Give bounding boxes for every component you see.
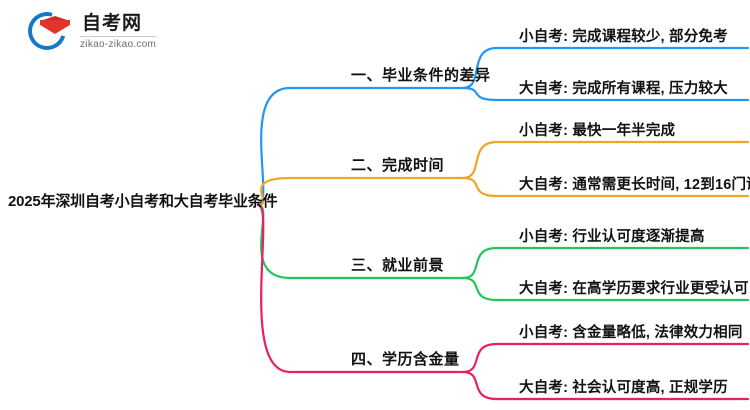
leaf-label-2-1[interactable]: 小自考: 最快一年半完成 xyxy=(519,123,676,139)
leaf-label-2-2[interactable]: 大自考: 通常需更长时间, 12到16门课程 xyxy=(519,177,750,193)
connector-path xyxy=(461,46,750,90)
leaf-label-1-1[interactable]: 小自考: 完成课程较少, 部分免考 xyxy=(519,29,728,45)
branch-label-3[interactable]: 三、就业前景 xyxy=(351,257,445,274)
connector-path xyxy=(461,370,750,401)
logo-domain: zikao-zikao.com xyxy=(80,39,157,50)
leaf-label-3-2[interactable]: 大自考: 在高学历要求行业更受认可 xyxy=(519,281,749,297)
connector-path xyxy=(461,246,750,280)
branch-label-1[interactable]: 一、毕业条件的差异 xyxy=(351,67,491,84)
connector-path xyxy=(256,176,465,207)
connector-path xyxy=(461,276,750,302)
connector-path xyxy=(461,176,750,198)
connector-path xyxy=(256,86,465,207)
branch-label-4[interactable]: 四、学历含金量 xyxy=(351,351,460,368)
branch-label-2[interactable]: 二、完成时间 xyxy=(351,157,445,174)
leaf-label-4-2[interactable]: 大自考: 社会认可度高, 正规学历 xyxy=(519,380,728,396)
site-logo: 自考网 zikao-zikao.com xyxy=(21,5,157,57)
connector-path xyxy=(461,86,750,102)
leaf-label-4-1[interactable]: 小自考: 含金量略低, 法律效力相同 xyxy=(519,325,743,341)
logo-name-cn: 自考网 xyxy=(80,14,157,37)
logo-mark xyxy=(21,5,74,57)
logo-text: 自考网 zikao-zikao.com xyxy=(80,14,157,50)
leaf-label-3-1[interactable]: 小自考: 行业认可度逐渐提高 xyxy=(519,229,705,245)
connector-path xyxy=(461,342,750,374)
connector-path xyxy=(461,140,750,180)
root-node[interactable]: 2025年深圳自考小自考和大自考毕业条件 xyxy=(8,193,278,210)
connector-path xyxy=(256,203,465,374)
leaf-label-1-2[interactable]: 大自考: 完成所有课程, 压力较大 xyxy=(519,81,728,97)
